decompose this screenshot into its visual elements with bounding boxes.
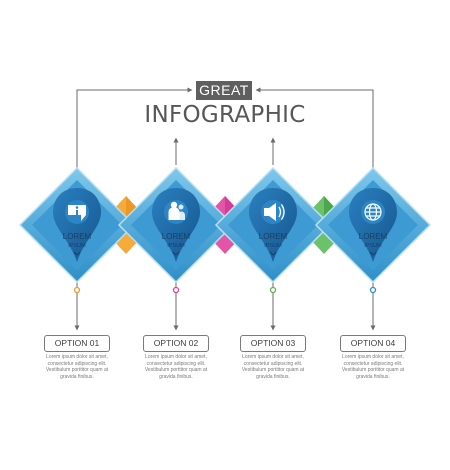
step-3-diamond [214,166,332,284]
step-3-ipsum: IPSUM [264,243,282,249]
step-2-diamond [117,166,235,284]
speaker-icon [264,203,285,221]
step-1-ipsum: IPSUM [68,243,86,249]
step-1-diamond [18,166,136,284]
step-2-ipsum: IPSUM [167,243,185,249]
option-2-label: OPTION 02 [143,335,209,352]
top-connectors [76,87,374,168]
option-2-text: Lorem ipsum dolor sit amet, consectetur … [144,354,208,380]
great-badge: GREAT [196,81,252,100]
left-loop-line [76,87,193,168]
connector-dots [73,286,377,294]
page-title: INFOGRAPHIC [144,102,306,128]
step-4-diamond [314,166,432,284]
option-3-label: OPTION 03 [240,335,306,352]
globe-icon [364,203,382,221]
option-4-label: OPTION 04 [340,335,406,352]
step-1-lorem: LOREM [62,232,92,241]
option-1-label: OPTION 01 [44,335,110,352]
bottom-connectors [74,270,376,331]
step-4-ipsum: IPSUM [364,243,382,249]
option-3-text: Lorem ipsum dolor sit amet, consectetur … [241,354,305,380]
step-3-lorem: LOREM [258,232,288,241]
step-diamonds [18,166,432,284]
chevron-down-icons [73,251,377,256]
option-1-text: Lorem ipsum dolor sit amet, consectetur … [45,354,109,380]
info-icon [68,205,86,221]
option-4-text: Lorem ipsum dolor sit amet, consectetur … [341,354,405,380]
right-loop-line [255,87,374,168]
group-icon [168,201,185,220]
step-4-lorem: LOREM [358,232,388,241]
step-2-lorem: LOREM [161,232,191,241]
